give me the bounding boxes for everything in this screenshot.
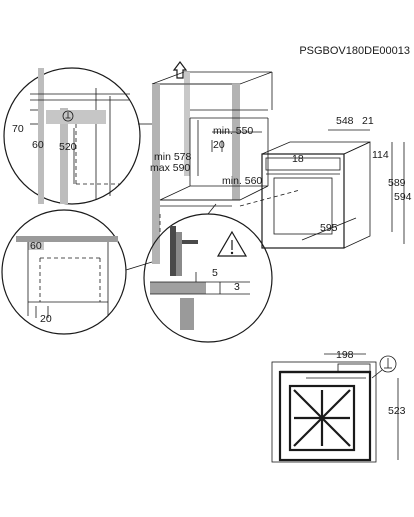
document-code: PSGBOV180DE00013 [299,45,410,57]
dim-594: 594 [394,191,412,203]
detail-circle-bottom: 60 20 [1,209,153,335]
top-view-outer [271,361,377,463]
dim-20-cabinet: 20 [213,139,225,151]
cabinet-shelf [159,185,269,201]
dim-min-578: min 578 [154,151,192,163]
dim-595: 595 [320,222,338,234]
cabinet-top-panel [151,71,273,85]
dim-523: 523 [388,405,406,417]
detail-circle-warning: 5 3 [143,203,273,343]
detail-circle-top: 70 60 520 [3,67,152,205]
counter-section [150,282,206,294]
oven-top [261,141,371,155]
earth-ground-icon [62,110,74,122]
cabinet-left-wall [152,84,160,264]
dim-min-560: min. 560 [222,175,262,187]
dim-520: 520 [59,141,77,153]
dim-max-590: max 590 [150,162,190,174]
dim-198: 198 [336,349,354,361]
oven-door-window [273,177,333,235]
support-bracket [180,298,194,330]
cabinet-right-wall [232,84,240,200]
oven-side [343,141,371,249]
dim-60-top: 60 [32,139,44,151]
dim-21: 21 [362,115,374,127]
up-arrow-icon [172,61,188,79]
top-view-connection-box [337,363,371,373]
cooktop-frame [288,384,356,452]
earth-ground-icon [379,355,397,373]
oven-perspective [261,141,371,249]
oven-top-view: 198 523 [271,349,406,463]
oven-control-panel [265,157,341,171]
cabinet-back-wall [184,72,190,176]
rear-vent-gap [28,242,44,250]
dim-18: 18 [292,153,304,165]
ventilation-opening [46,110,106,124]
dim-min-550: min. 550 [213,125,253,137]
cabinet [151,71,273,264]
dim-548: 548 [336,115,354,127]
dim-70: 70 [12,123,24,135]
dim-589: 589 [388,177,406,189]
dim-114: 114 [372,149,389,161]
dim-3: 3 [234,281,240,293]
warning-triangle-icon [216,230,248,257]
counter-top-strip [16,236,118,242]
dim-5: 5 [212,267,218,279]
dim-60-bottom: 60 [30,240,42,252]
dim-20-bottom: 20 [40,313,52,325]
